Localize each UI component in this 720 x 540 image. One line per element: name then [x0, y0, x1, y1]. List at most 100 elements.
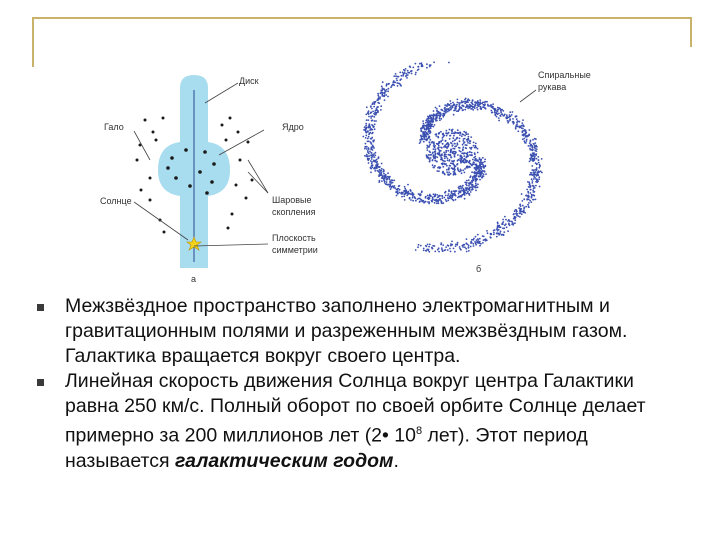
- spiral-arm-star: [426, 126, 428, 129]
- spiral-arm-star: [535, 157, 538, 160]
- halo-star: [148, 176, 152, 180]
- spiral-arm-star: [371, 154, 374, 156]
- spiral-arm-star: [531, 157, 534, 160]
- spiral-arm-star: [534, 198, 537, 201]
- spiral-arm-star: [397, 82, 400, 85]
- spiral-arm-star: [419, 194, 422, 196]
- spiral-arm-star: [433, 61, 435, 64]
- spiral-arm-star: [481, 170, 484, 172]
- spiral-core-star: [446, 171, 448, 174]
- spiral-arm-star: [362, 135, 365, 138]
- spiral-core-star: [439, 150, 442, 152]
- spiral-arm-star: [418, 62, 421, 65]
- spiral-arm-star: [519, 212, 522, 215]
- spiral-arm-star: [422, 199, 425, 202]
- spiral-arm-star: [474, 242, 477, 245]
- spiral-arm-star: [486, 100, 488, 103]
- spiral-arm-star: [427, 128, 430, 131]
- spiral-core-star: [438, 140, 441, 143]
- spiral-arm-star: [532, 189, 535, 192]
- spiral-arm-star: [532, 178, 535, 180]
- spiral-arm-star: [532, 142, 535, 145]
- halo-star: [244, 196, 248, 200]
- panel-a-label: а: [191, 274, 196, 284]
- spiral-arm-star: [482, 106, 485, 108]
- spiral-arm-star: [531, 174, 534, 176]
- spiral-arm-star: [533, 137, 536, 140]
- spiral-core-star: [452, 147, 454, 150]
- spiral-arm-star: [478, 166, 480, 169]
- spiral-arm-star: [434, 194, 436, 197]
- spiral-arm-star: [467, 247, 470, 249]
- spiral-arm-star: [451, 240, 453, 243]
- spiral-arm-star: [381, 81, 384, 84]
- spiral-arm-star: [444, 110, 447, 112]
- spiral-arm-star: [399, 84, 402, 86]
- spiral-arm-star: [431, 123, 433, 126]
- spiral-arm-star: [535, 150, 538, 153]
- spiral-core-star: [439, 154, 441, 156]
- spiral-core-star: [460, 169, 462, 172]
- spiral-arm-star: [461, 104, 464, 107]
- spiral-arm-star: [521, 138, 524, 141]
- spiral-arm-star: [369, 150, 371, 153]
- bullet-text-2: Линейная скорость движения Солнца вокруг…: [65, 369, 665, 474]
- spiral-arm-star: [368, 115, 370, 118]
- spiral-arm-star: [541, 171, 543, 174]
- spiral-arm-star: [480, 107, 483, 110]
- spiral-arm-star: [380, 91, 383, 94]
- spiral-core-star: [463, 130, 466, 133]
- spiral-arm-star: [439, 119, 441, 122]
- spiral-arm-star: [417, 193, 420, 195]
- spiral-arm-star: [484, 158, 486, 161]
- spiral-arm-star: [395, 75, 397, 78]
- spiral-arm-star: [428, 136, 430, 139]
- spiral-core-star: [442, 135, 445, 138]
- spiral-core-star: [451, 140, 454, 143]
- spiral-core-star: [458, 140, 461, 143]
- spiral-arm-star: [391, 181, 394, 184]
- core-star: [198, 170, 202, 174]
- halo-star: [230, 212, 234, 216]
- spiral-core-star: [468, 161, 471, 163]
- spiral-arm-star: [450, 192, 453, 195]
- spiral-arm-star: [426, 243, 429, 246]
- spiral-arm-star: [501, 222, 504, 225]
- spiral-arm-star: [370, 162, 373, 165]
- spiral-arm-star: [512, 224, 515, 226]
- spiral-arm-star: [477, 103, 479, 105]
- spiral-arm-star: [383, 92, 386, 95]
- spiral-core-star: [432, 151, 434, 154]
- spiral-arm-star: [514, 217, 516, 220]
- spiral-core-star: [463, 158, 465, 161]
- spiral-arm-star: [506, 120, 509, 122]
- spiral-arm-star: [437, 202, 440, 205]
- spiral-arm-star: [433, 199, 436, 202]
- spiral-arm-star: [460, 101, 463, 104]
- spiral-core-star: [462, 146, 465, 149]
- spiral-arm-star: [483, 160, 486, 163]
- spiral-arm-star: [418, 142, 421, 145]
- spiral-arm-star: [517, 130, 520, 133]
- spiral-arm-star: [484, 100, 487, 103]
- spiral-arm-star: [454, 250, 456, 253]
- spiral-arm-star: [442, 112, 445, 115]
- spiral-arm-star: [406, 69, 409, 72]
- spiral-arm-star: [381, 176, 384, 179]
- spiral-arm-star: [478, 172, 481, 175]
- exponent: 8: [415, 425, 423, 437]
- spiral-core-star: [467, 135, 470, 138]
- spiral-arm-star: [476, 168, 479, 170]
- spiral-core-star: [448, 171, 450, 174]
- spiral-core-star: [441, 139, 444, 141]
- spiral-arm-star: [450, 107, 453, 109]
- spiral-arm-star: [496, 228, 498, 231]
- spiral-arm-star: [422, 122, 425, 125]
- spiral-arm-star: [432, 110, 435, 112]
- spiral-core-star: [464, 134, 466, 137]
- spiral-arm-star: [371, 115, 374, 117]
- spiral-core-star: [426, 156, 429, 159]
- spiral-arm-star: [447, 197, 450, 200]
- spiral-arm-star: [476, 101, 479, 103]
- spiral-arm-star: [538, 166, 541, 169]
